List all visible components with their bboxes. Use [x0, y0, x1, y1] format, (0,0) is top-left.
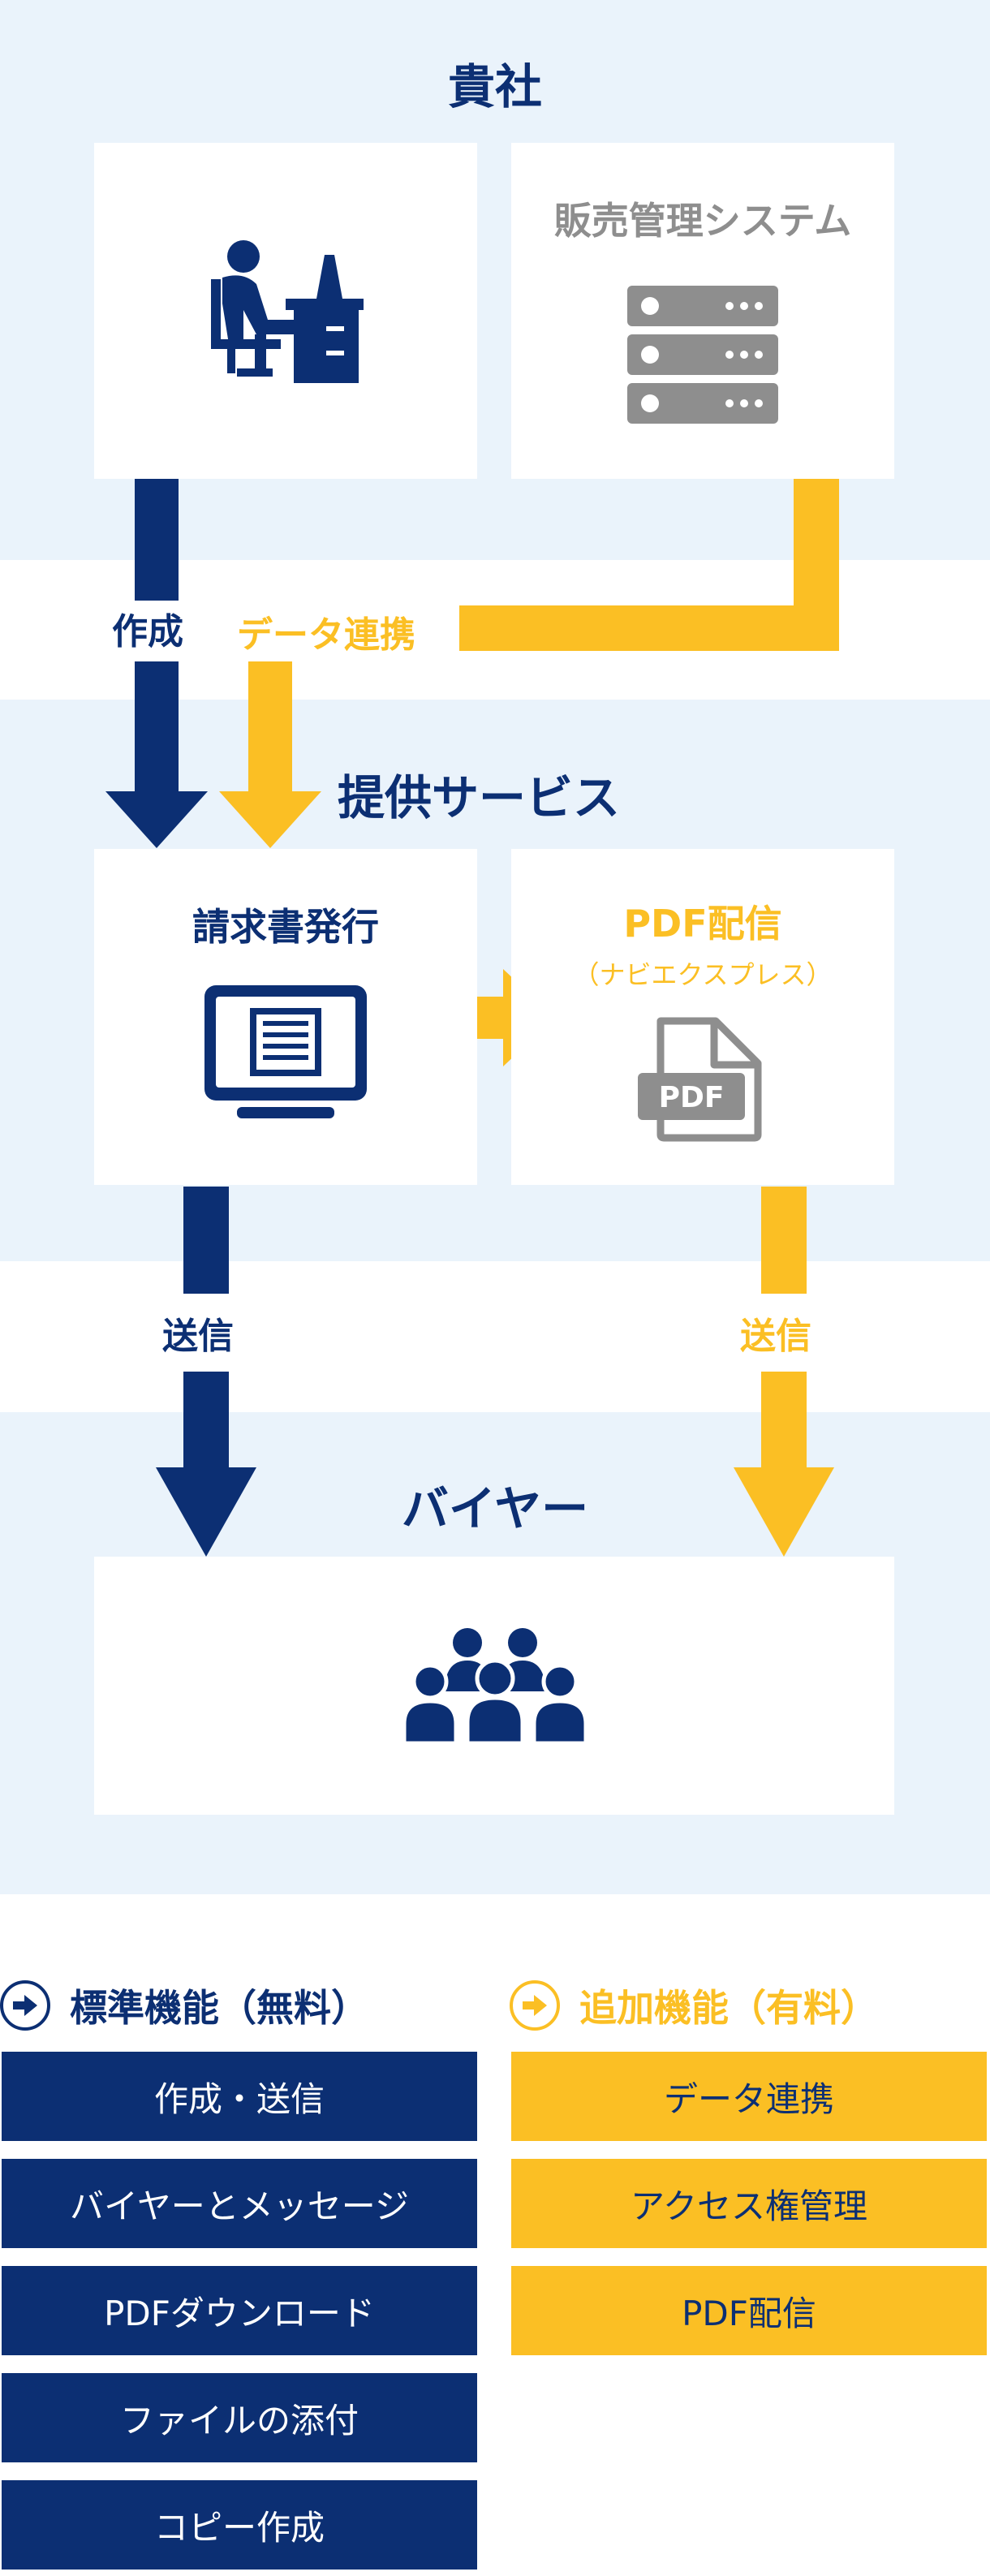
standard-features-title: 標準機能（無料） [70, 1986, 368, 2030]
standard-feature-item: バイヤーとメッセージ [2, 2159, 477, 2248]
additional-feature-item: データ連携 [511, 2052, 987, 2141]
additional-feature-item: アクセス権管理 [511, 2159, 987, 2248]
pdf-sub-label: （ナビエクスプレス） [573, 959, 833, 990]
data-link-down [248, 661, 292, 791]
buyer-card [94, 1557, 894, 1815]
pdf-file-icon: PDF [638, 1017, 762, 1142]
arrow-right-circle-icon [510, 1980, 560, 2031]
server-rack-icon [627, 286, 778, 424]
standard-feature-item: PDFダウンロード [2, 2266, 477, 2355]
pdf-card: PDF配信 （ナビエクスプレス） PDF [511, 849, 894, 1185]
buyer-title: バイヤー [401, 1481, 589, 1536]
flow-arrows [105, 479, 839, 1557]
send-left-head [156, 1467, 256, 1557]
additional-features-title: 追加機能（有料） [579, 1986, 878, 2030]
create-arrow-upper [135, 479, 179, 601]
create-label: 作成 [112, 611, 183, 653]
data-link-head [219, 791, 321, 848]
additional-feature-item: PDF配信 [511, 2266, 987, 2355]
service-title: 提供サービス [338, 770, 621, 825]
invoice-label: 請求書発行 [192, 905, 379, 949]
send-left-upper [183, 1187, 229, 1294]
standard-feature-item: 作成・送信 [2, 2052, 477, 2141]
monitor-document-icon [204, 985, 367, 1118]
create-arrow-lower [135, 661, 179, 791]
pdf-icon-text: PDF [659, 1081, 725, 1114]
sales-system-label: 販売管理システム [553, 199, 852, 243]
send-right-lower [761, 1372, 807, 1467]
additional-features-header: 追加機能（有料） [510, 1979, 878, 2032]
send-right-head [734, 1467, 834, 1557]
send-left-lower [183, 1372, 229, 1467]
sales-system-card: 販売管理システム [511, 143, 894, 479]
person-at-desk-icon [211, 240, 364, 383]
send-right-label: 送信 [740, 1316, 811, 1357]
create-arrow-head [105, 791, 208, 848]
data-link-horizontal [459, 605, 839, 651]
send-left-label: 送信 [162, 1316, 234, 1357]
send-right-upper [761, 1187, 807, 1294]
invoice-card: 請求書発行 [94, 849, 477, 1185]
standard-feature-item: コピー作成 [2, 2480, 477, 2570]
standard-feature-item: ファイルの添付 [2, 2373, 477, 2462]
arrow-right-circle-icon [0, 1980, 50, 2031]
company-title: 貴社 [447, 59, 542, 114]
standard-features-header: 標準機能（無料） [0, 1979, 368, 2032]
pdf-label: PDF配信 [623, 902, 782, 946]
data-link-label: データ連携 [237, 614, 415, 656]
group-people-icon [402, 1628, 588, 1746]
person-card [94, 143, 477, 479]
